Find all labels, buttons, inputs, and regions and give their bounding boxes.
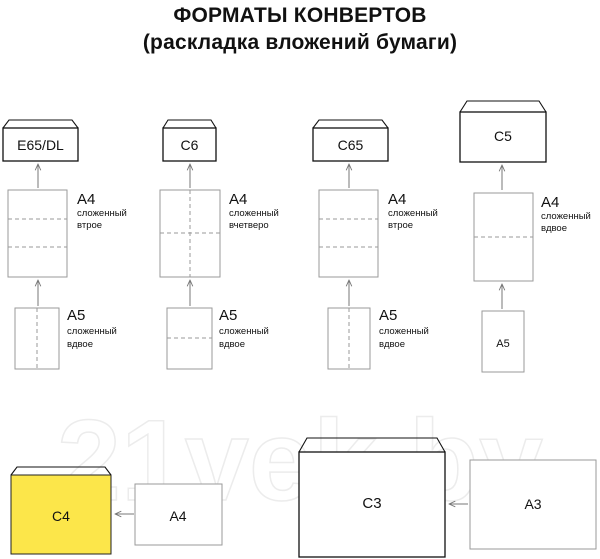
envelope-e65-dl: E65/DL [2,119,79,162]
group-c4: C4 A4 [10,466,223,555]
sheet-size-label: A3 [524,496,541,512]
envelope-c6: C6 [162,119,217,162]
envelope-label: C4 [52,508,70,524]
title-line-2: (раскладка вложений бумаги) [142,31,458,54]
sheet-size-label: A4 [229,191,247,208]
title-line-1: ФОРМАТЫ КОНВЕРТОВ [173,4,427,27]
sheet-size-label: A5 [219,307,237,324]
envelope-label: C3 [362,495,381,512]
column-c6: C6 A4 сложенный вчетверо A5 сложенный вд… [159,119,279,370]
fold-label: сложенный [229,208,279,219]
fold-label: сложенный [77,208,127,219]
fold-label: втрое [77,220,102,231]
sheet-a5-folded-half [166,307,213,370]
envelope-c5: C5 [459,100,547,163]
group-c3: C3 A3 [298,437,597,558]
envelope-c4: C4 [10,466,112,555]
fold-label: вчетверо [229,220,269,231]
column-e65-dl: E65/DL A4 сложенный втрое A5 сложенный в… [2,119,127,370]
envelope-label: C65 [338,137,364,153]
sheet-size-label: A5 [496,338,509,350]
fold-label: вдвое [219,339,245,350]
sheet-size-label: A4 [77,191,95,208]
envelope-label: C6 [181,137,199,153]
sheet-a4-folded-half [473,192,534,282]
sheet-size-label: A5 [379,307,397,324]
envelope-label: E65/DL [17,137,64,153]
sheet-a4-folded-thirds [7,189,68,278]
sheet-size-label: A4 [169,508,186,524]
page-title: ФОРМАТЫ КОНВЕРТОВ (раскладка вложений бу… [0,2,600,56]
fold-label: вдвое [541,223,567,234]
sheet-size-label: A4 [541,194,559,211]
sheet-a4-folded-thirds [318,189,379,278]
sheet-a5-folded-half [14,307,60,370]
sheet-a5: A5 [481,310,525,373]
fold-label: сложенный [541,211,591,222]
fold-label: сложенный [388,208,438,219]
sheet-size-label: A5 [67,307,85,324]
fold-label: вдвое [379,339,405,350]
sheet-a3-flat: A3 [469,459,597,550]
envelope-c3: C3 [298,437,446,558]
sheet-a4-folded-quarters [159,189,221,278]
fold-label: вдвое [67,339,93,350]
sheet-size-label: A4 [388,191,406,208]
column-c65: C65 A4 сложенный втрое A5 сложенный вдво… [312,119,438,370]
fold-label: сложенный [379,326,429,337]
envelope-c65: C65 [312,119,389,162]
sheet-a5-folded-half [327,307,371,370]
fold-label: сложенный [219,326,269,337]
fold-label: сложенный [67,326,117,337]
fold-label: втрое [388,220,413,231]
envelope-label: C5 [494,128,512,144]
column-c5: C5 A4 сложенный вдвое A5 [459,100,591,373]
sheet-a4-flat: A4 [134,483,223,546]
